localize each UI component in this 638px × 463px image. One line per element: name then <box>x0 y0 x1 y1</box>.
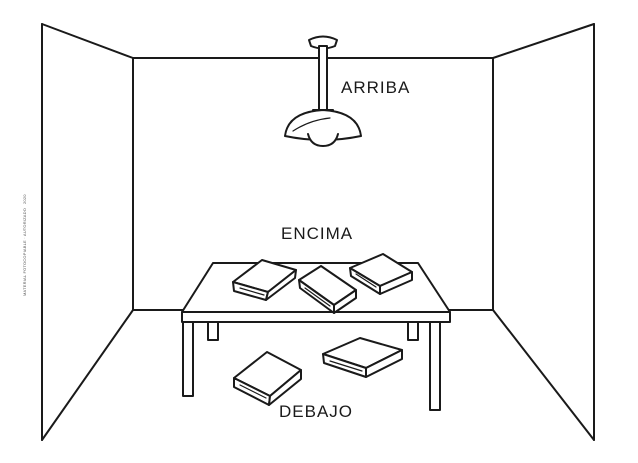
book-under-table-left <box>233 351 302 406</box>
copyright-note: MATERIAL FOTOCOPIABLE · AUTORIZADO 2020 <box>22 194 27 296</box>
book-on-table-middle <box>298 265 357 314</box>
book-on-table-right <box>349 253 413 295</box>
label-on: ENCIMA <box>281 224 354 243</box>
book-under-table-right <box>322 337 403 378</box>
copyright-text: MATERIAL FOTOCOPIABLE · AUTORIZADO <box>22 208 27 296</box>
book-on-table-left <box>232 259 297 301</box>
ceiling-lamp <box>284 35 362 147</box>
label-above: ARRIBA <box>341 78 411 97</box>
copyright-year: 2020 <box>22 194 27 204</box>
label-under: DEBAJO <box>279 402 354 421</box>
